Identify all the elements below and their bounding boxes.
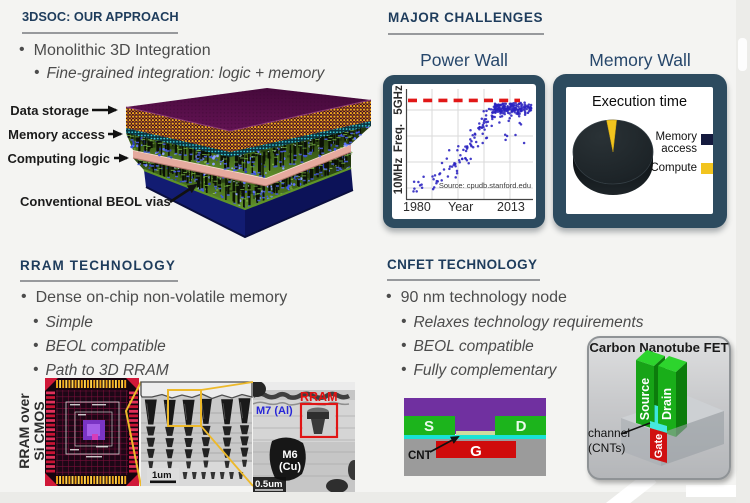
cnt-fet-3d-figure: Source Drain Gate [620, 350, 724, 466]
legend-compute-label: Compute [640, 162, 697, 175]
tem-scale-label: 0.5um [255, 479, 282, 490]
rram-bullet-4: • Path to 3D RRAM [33, 361, 169, 380]
sem-cross-section-micrograph [140, 381, 254, 487]
tem-m7-label: M7 (Al) [256, 405, 293, 417]
approach-bullet-1: • Monolithic 3D Integration [19, 41, 211, 60]
bullet-dot: • [386, 288, 392, 305]
power-x-axis-label: Year [448, 200, 474, 214]
label-memory-access: Memory access [8, 127, 105, 142]
bullet-dot: • [33, 361, 39, 378]
bullet-dot: • [19, 41, 25, 58]
memory-wall-title: Memory Wall [589, 50, 691, 70]
tem-micrograph [253, 382, 355, 492]
approach-bullet-2: • Fine-grained integration: logic + memor… [34, 64, 325, 83]
cnfet-bullet-1-text: 90 nm technology node [400, 289, 567, 306]
approach-header-rule [22, 32, 178, 34]
bullet-dot: • [401, 313, 407, 330]
cnfet-header-rule [387, 279, 540, 281]
tem-m6-label-line1: M6 [282, 449, 297, 461]
xsection-source-label: S [424, 418, 434, 435]
label-beol-vias: Conventional BEOL vias [20, 194, 171, 209]
fet3d-gate-label: Gate [653, 434, 665, 458]
cnfet-bullet-3-text: BEOL compatible [413, 338, 534, 355]
challenges-header-rule [388, 33, 544, 35]
rram-bullet-2-text: Simple [45, 314, 93, 331]
xsection-cnt-label: CNT [408, 450, 432, 462]
fet3d-drain-label: Drain [660, 388, 674, 420]
power-y-tick-5ghz: 5GHz [393, 85, 405, 115]
scrollbar-track[interactable] [736, 0, 750, 503]
fet3d-channel-label-line2: (CNTs) [588, 440, 626, 455]
pie-title: Execution time [591, 94, 688, 110]
legend-memory-swatch [701, 134, 713, 145]
legend-memory-text: Memory access [655, 131, 697, 155]
power-y-axis-label: Freq. [393, 123, 405, 153]
fet3d-channel-label-line1: channel [588, 426, 631, 440]
cnfet-bullet-2-text: Relaxes technology requirements [413, 314, 644, 331]
rram-bullet-1: • Dense on-chip non-volatile memory [21, 288, 288, 307]
cnfet-bullet-1: • 90 nm technology node [386, 288, 567, 307]
slide-bottom-strip [0, 492, 750, 503]
watermark-container [560, 440, 750, 503]
approach-bullet-2-text: Fine-grained integration: logic + memory [46, 65, 325, 82]
xsection-gate-label: G [470, 443, 482, 460]
cnfet-bullet-3: • BEOL compatible [401, 337, 534, 356]
fet3d-source-label: Source [638, 378, 652, 420]
die-photo-micrograph [45, 378, 142, 487]
label-computing-logic: Computing logic [7, 151, 110, 166]
power-x-tick-1980: 1980 [403, 200, 431, 214]
rram-header: RRAM TECHNOLOGY [20, 258, 176, 273]
rram-bullet-2: • Simple [33, 313, 93, 332]
execution-time-pie-chart [572, 119, 654, 195]
bullet-dot: • [33, 313, 39, 330]
legend-compute-swatch [701, 163, 713, 174]
power-y-tick-10mhz: 10MHz [393, 157, 405, 195]
cnfet-header: CNFET TECHNOLOGY [387, 257, 538, 272]
cnfet-cross-section-figure: S D G CNT [404, 398, 546, 476]
bullet-dot: • [401, 361, 407, 378]
rram-micrographs-figure: 1um M7 (Al) RRAM M6 (Cu) 0.5um [45, 378, 355, 492]
rram-bullet-3-text: BEOL compatible [45, 338, 166, 355]
bullet-dot: • [401, 337, 407, 354]
cnfet-bullet-4: • Fully complementary [401, 361, 557, 380]
sem-scale-label: 1um [152, 470, 172, 481]
rram-header-rule [20, 280, 178, 282]
approach-header: 3DSOC: OUR APPROACH [22, 9, 179, 24]
cnfet-bullet-2: • Relaxes technology requirements [401, 313, 644, 332]
xsection-drain-label: D [516, 418, 527, 435]
approach-bullet-1-text: Monolithic 3D Integration [33, 42, 211, 59]
rram-bullet-1-text: Dense on-chip non-volatile memory [35, 289, 288, 306]
power-wall-chart [405, 89, 533, 201]
watermark-stripe-icon [686, 485, 750, 497]
power-x-tick-2013: 2013 [497, 200, 525, 214]
bullet-dot: • [21, 288, 27, 305]
power-source-note: Source: cpudb.stanford.edu [438, 181, 531, 190]
legend-compute-text: Compute [650, 162, 697, 174]
rram-bullet-3: • BEOL compatible [33, 337, 166, 356]
3d-chip-stack-figure [92, 88, 372, 239]
power-wall-title: Power Wall [420, 50, 508, 70]
bullet-dot: • [33, 337, 39, 354]
tem-m6-label-line2: (Cu) [279, 461, 301, 473]
scatter-points [412, 101, 533, 193]
label-data-storage: Data storage [10, 103, 89, 118]
challenges-header: MAJOR CHALLENGES [388, 10, 544, 25]
scrollbar-thumb[interactable] [738, 38, 747, 71]
legend-memory-access-label: Memory access [640, 131, 697, 155]
pie-slices [572, 119, 654, 195]
cnt-fet-3d-title: Carbon Nanotube FET [589, 340, 729, 355]
cnfet-bullet-4-text: Fully complementary [413, 362, 557, 379]
bullet-dot: • [34, 64, 40, 81]
fet3d-channel-label: channel(CNTs) [588, 426, 630, 455]
tem-rram-label: RRAM [300, 390, 338, 404]
rram-bullet-4-text: Path to 3D RRAM [45, 362, 169, 379]
